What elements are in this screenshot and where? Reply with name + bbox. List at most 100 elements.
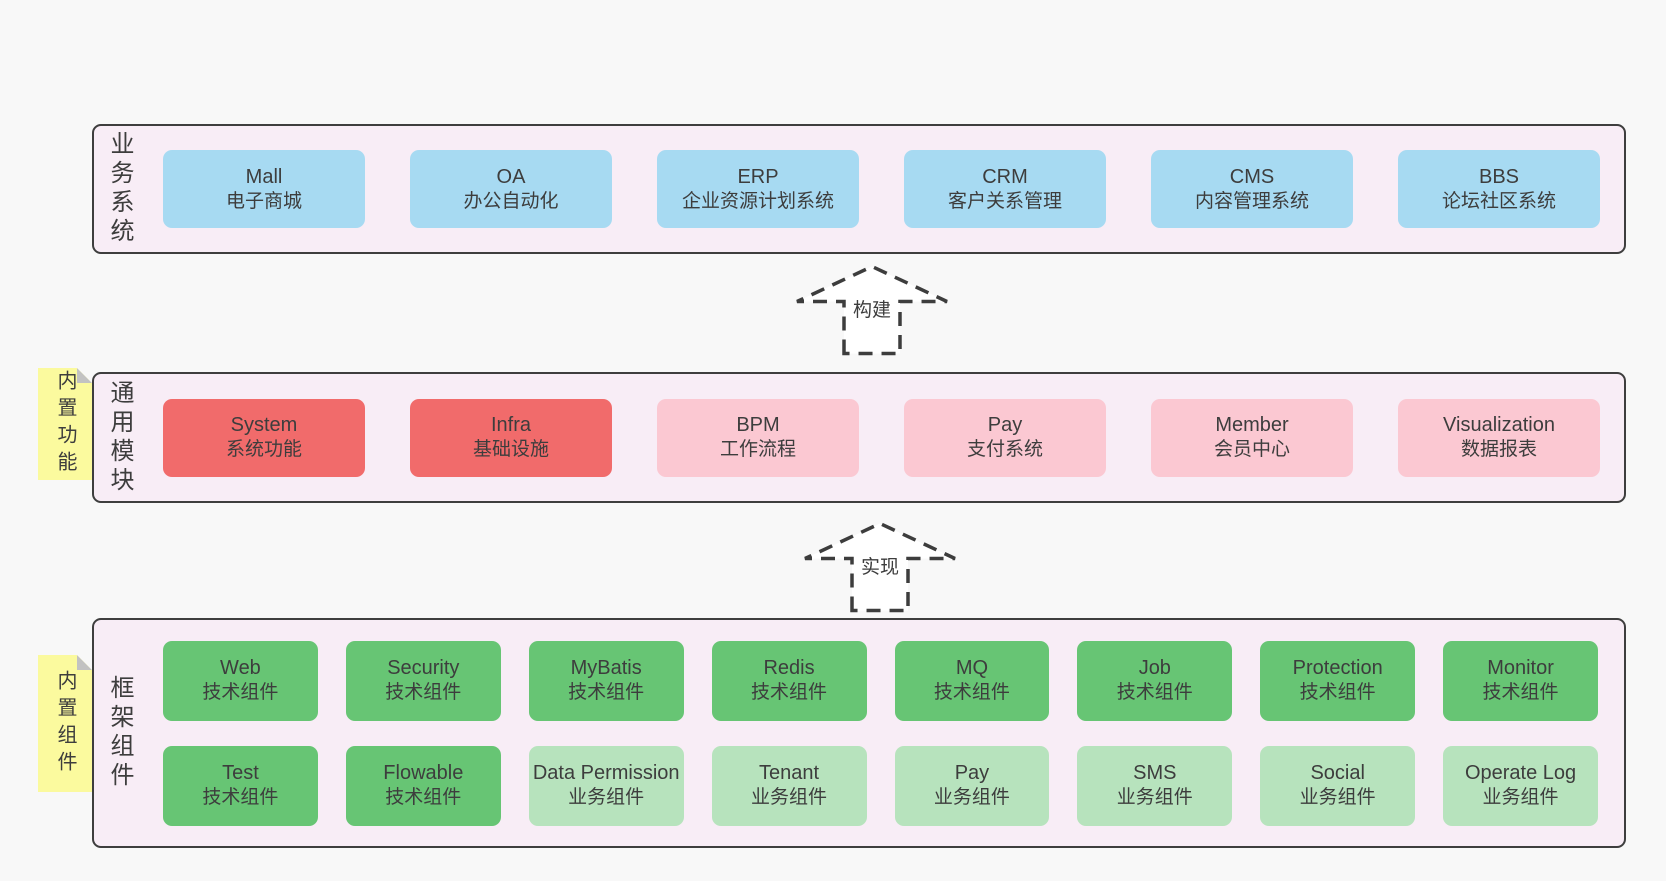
sticky-note-builtin-features: 内置功能: [38, 368, 92, 480]
box-subtitle: 技术组件: [751, 682, 828, 704]
box-title: Web: [220, 657, 261, 680]
box-subtitle: 业务组件: [568, 787, 645, 809]
box-subtitle: 支付系统: [966, 439, 1043, 461]
build-arrow: 构建: [787, 259, 957, 359]
box-title: ERP: [737, 165, 779, 188]
box-subtitle: 电子商城: [225, 190, 302, 212]
box-title: Pay: [954, 762, 990, 785]
box-title: Member: [1215, 414, 1289, 437]
box-subtitle: 技术组件: [202, 682, 279, 704]
box-title: CRM: [982, 165, 1028, 188]
box-subtitle: 数据报表: [1460, 439, 1537, 461]
box-subtitle: 技术组件: [385, 787, 462, 809]
box-title: Test: [222, 762, 259, 785]
box-subtitle: 业务组件: [1482, 787, 1559, 809]
band-label-common-modules: 通用模块: [106, 379, 133, 496]
box-title: Pay: [987, 414, 1023, 437]
box-subtitle: 技术组件: [1116, 682, 1193, 704]
box-title: Data Permission: [532, 762, 680, 785]
box-title: Operate Log: [1464, 762, 1577, 785]
box-subtitle: 业务组件: [933, 787, 1010, 809]
box-title: Mall: [245, 165, 283, 188]
box-subtitle: 会员中心: [1213, 439, 1290, 461]
box-title: BBS: [1478, 165, 1520, 188]
implement-arrow-label: 实现: [857, 552, 903, 579]
box-title: BPM: [736, 414, 780, 437]
sticky-note-text: 内置功能: [54, 370, 76, 478]
box-subtitle: 业务组件: [751, 787, 828, 809]
folded-corner-icon: [77, 655, 92, 670]
box-title: Visualization: [1443, 414, 1555, 437]
box-title: SMS: [1133, 762, 1177, 785]
box-title: System: [230, 414, 298, 437]
band-label-framework-components: 框架组件: [106, 675, 133, 791]
box-subtitle: 企业资源计划系统: [681, 190, 834, 212]
box-title: Social: [1310, 762, 1365, 785]
box-title: MQ: [955, 657, 989, 680]
box-subtitle: 基础设施: [472, 439, 549, 461]
box-title: Flowable: [383, 762, 464, 785]
box-subtitle: 业务组件: [1299, 787, 1376, 809]
band-label-business-systems: 业务系统: [106, 131, 133, 247]
sticky-note-text: 内置组件: [54, 669, 76, 778]
box-subtitle: 客户关系管理: [947, 190, 1062, 212]
box-subtitle: 技术组件: [568, 682, 645, 704]
box-subtitle: 办公自动化: [463, 190, 559, 212]
box-subtitle: 论坛社区系统: [1441, 190, 1556, 212]
box-subtitle: 技术组件: [1482, 682, 1559, 704]
implement-arrow: 实现: [795, 516, 965, 616]
box-subtitle: 系统功能: [225, 439, 302, 461]
box-subtitle: 技术组件: [1299, 682, 1376, 704]
folded-corner-icon: [77, 368, 92, 383]
box-title: Job: [1138, 657, 1171, 680]
box-title: Infra: [490, 414, 532, 437]
box-subtitle: 工作流程: [719, 439, 796, 461]
box-title: OA: [496, 165, 526, 188]
box-title: Redis: [763, 657, 815, 680]
box-title: CMS: [1229, 165, 1275, 188]
box-subtitle: 业务组件: [1116, 787, 1193, 809]
box-subtitle: 技术组件: [385, 682, 462, 704]
box-subtitle: 技术组件: [933, 682, 1010, 704]
box-title: Monitor: [1487, 657, 1554, 680]
box-title: Security: [387, 657, 460, 680]
sticky-note-builtin-components: 内置组件: [38, 655, 92, 792]
build-arrow-label: 构建: [849, 295, 895, 322]
box-subtitle: 技术组件: [202, 787, 279, 809]
box-title: Protection: [1292, 657, 1383, 680]
box-title: MyBatis: [570, 657, 642, 680]
